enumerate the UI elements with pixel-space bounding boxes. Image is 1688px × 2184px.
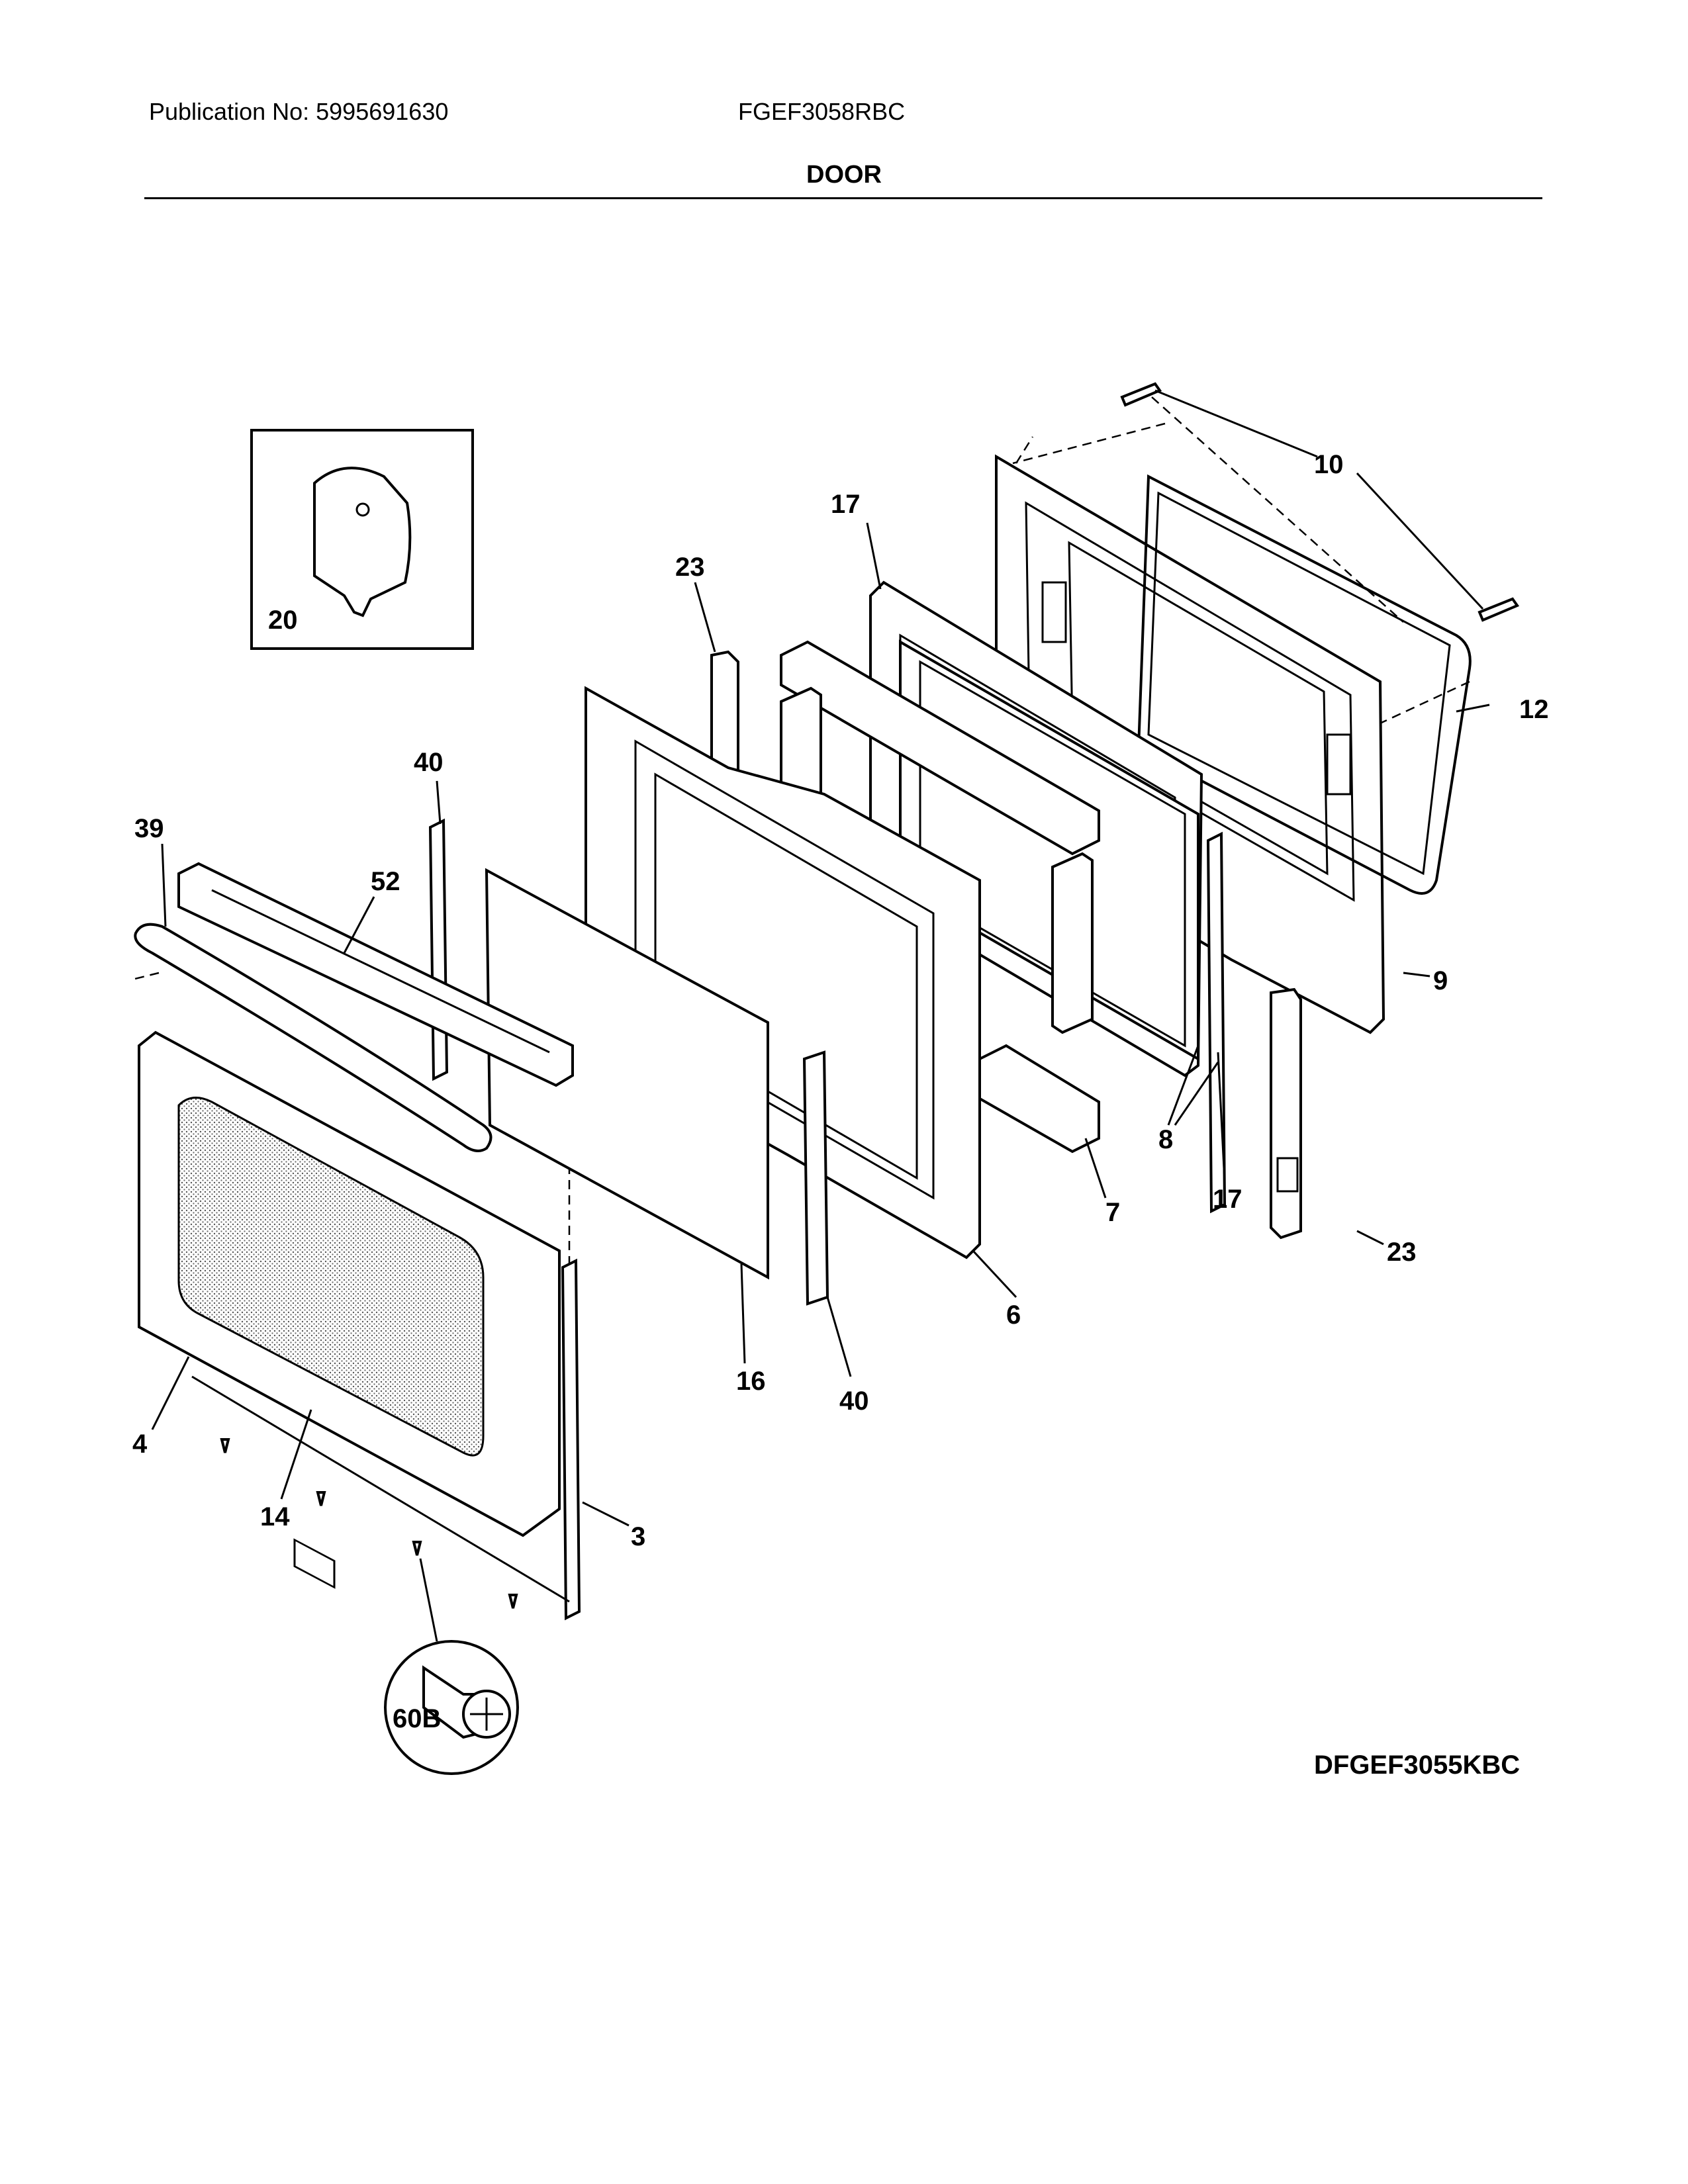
part-label-4: 4: [132, 1430, 148, 1459]
publication-number: Publication No: 5995691630: [149, 98, 449, 125]
part-6-door-frame: [585, 686, 981, 1259]
bottom-screws: [220, 1438, 518, 1609]
diagram-code: DFGEF3055KBC: [1314, 1751, 1520, 1780]
part-10-screws: [1120, 382, 1520, 622]
part-label-12: 12: [1519, 695, 1549, 724]
part-label-60b: 60B: [393, 1704, 441, 1733]
part-3-side-trim: [191, 1258, 581, 1621]
part-60b-screw-detail: [384, 1640, 519, 1775]
part-label-14: 14: [260, 1502, 290, 1531]
part-label-39: 39: [134, 814, 164, 843]
part-label-3: 3: [631, 1522, 645, 1551]
part-4-door-panel: [138, 1030, 561, 1589]
part-label-40-lower: 40: [839, 1387, 869, 1416]
part-label-16: 16: [736, 1367, 766, 1396]
model-number: FGEF3058RBC: [738, 98, 906, 125]
part-label-23-lower: 23: [1387, 1238, 1417, 1267]
part-7-insulation: [780, 640, 1100, 1154]
leader-lines: [151, 389, 1490, 1642]
part-17-side-strip: [1206, 831, 1227, 1214]
part-label-40: 40: [414, 748, 444, 777]
part-label-10: 10: [1314, 450, 1344, 479]
inset-part-20: [250, 429, 474, 650]
part-label-23: 23: [675, 553, 705, 582]
part-label-17-lower: 17: [1213, 1185, 1243, 1214]
part-label-7: 7: [1105, 1198, 1120, 1227]
section-title: DOOR: [806, 161, 882, 189]
part-39-handle: [134, 923, 492, 1152]
part-label-8: 8: [1158, 1125, 1173, 1154]
part-label-52: 52: [371, 867, 400, 896]
part-label-17: 17: [831, 490, 861, 519]
part-label-6: 6: [1006, 1300, 1021, 1330]
part-12-gasket: [1137, 474, 1472, 895]
header-rule: [144, 197, 1542, 199]
part-52-handle-base: [177, 862, 574, 1087]
part-label-9: 9: [1433, 966, 1448, 995]
part-label-20: 20: [268, 606, 298, 635]
